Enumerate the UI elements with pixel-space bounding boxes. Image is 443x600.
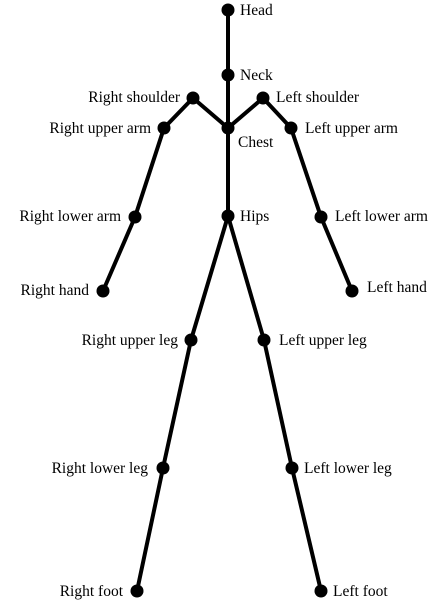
bone-right-upper-arm-to-right-lower-arm [133,126,166,219]
label-left-lower-leg: Left lower leg [304,460,392,477]
bone-hips-to-right-upper-leg [189,214,230,342]
label-right-foot: Right foot [60,583,124,600]
bone-chest-to-right-shoulder [191,96,230,130]
label-hips: Hips [240,208,269,225]
label-right-lower-leg: Right lower leg [52,460,149,477]
bone-left-lower-arm-to-left-hand [319,215,354,293]
bone-left-shoulder-to-left-upper-arm [261,96,293,130]
label-right-upper-leg: Right upper leg [82,332,179,349]
label-head: Head [240,2,273,19]
joint-left-upper-leg [257,333,271,347]
bone-right-lower-leg-to-right-foot [135,466,165,593]
joint-right-upper-leg [184,333,198,347]
label-left-upper-leg: Left upper leg [279,332,367,349]
bone-right-upper-leg-to-right-lower-leg [161,338,193,470]
bones-layer [101,8,354,593]
bone-right-lower-arm-to-right-hand [101,215,137,293]
bone-left-lower-leg-to-left-foot [290,466,323,593]
joints-layer [96,3,359,598]
joint-right-lower-arm [128,210,142,224]
joint-chest [221,121,235,135]
label-left-hand: Left hand [367,279,427,296]
bone-hips-to-left-upper-leg [226,214,266,342]
label-right-hand: Right hand [21,282,90,299]
bone-left-upper-arm-to-left-lower-arm [289,126,323,219]
label-right-upper-arm: Right upper arm [49,120,151,137]
label-left-lower-arm: Left lower arm [335,208,428,225]
joint-head [221,3,235,17]
joint-right-shoulder [186,91,200,105]
joint-left-upper-arm [284,121,298,135]
bone-chest-to-left-shoulder [226,96,265,130]
label-neck: Neck [240,67,273,84]
label-left-foot: Left foot [333,583,388,600]
joint-right-lower-leg [156,461,170,475]
label-left-shoulder: Left shoulder [276,89,360,106]
joint-right-foot [130,584,144,598]
label-right-shoulder: Right shoulder [88,89,181,106]
label-left-upper-arm: Left upper arm [305,120,398,137]
joint-neck [221,68,235,82]
joint-left-shoulder [256,91,270,105]
bone-left-upper-leg-to-left-lower-leg [262,338,294,470]
joint-right-hand [96,284,110,298]
joint-left-lower-arm [314,210,328,224]
joint-left-lower-leg [285,461,299,475]
label-chest: Chest [238,134,274,151]
joint-left-foot [314,584,328,598]
bone-right-shoulder-to-right-upper-arm [162,96,195,130]
label-right-lower-arm: Right lower arm [19,208,121,225]
joint-hips [221,209,235,223]
joint-right-upper-arm [157,121,171,135]
joint-left-hand [345,284,359,298]
